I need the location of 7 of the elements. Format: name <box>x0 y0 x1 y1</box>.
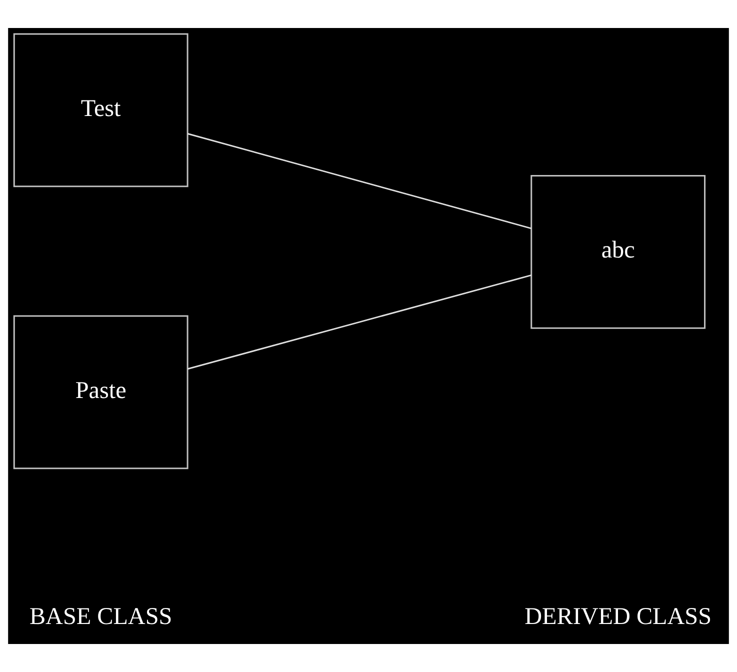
label: DERIVED CLASS <box>524 604 712 630</box>
node-box: abc <box>530 175 706 329</box>
label: BASE CLASS <box>29 604 172 630</box>
node-box: Test <box>13 33 188 188</box>
connector <box>188 274 532 370</box>
connector <box>188 133 532 230</box>
node-box: Paste <box>13 315 188 470</box>
